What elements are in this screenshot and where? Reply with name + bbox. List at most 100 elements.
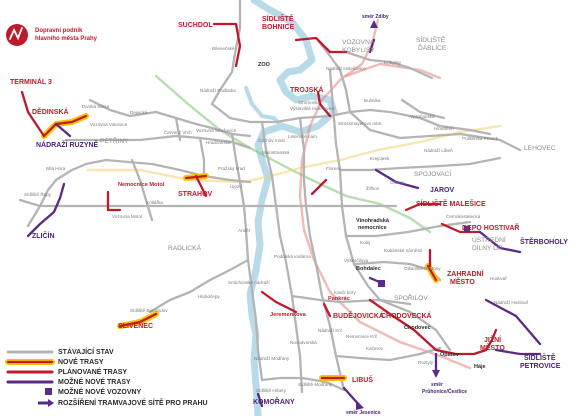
label-sidliste-petrovice-2: PETROVICE [520,363,561,370]
label-nadrazi-ruzyne: NÁDRAŽÍ RUZYNĚ [36,140,99,149]
svg-text:Podolská vodárna: Podolská vodárna [274,254,311,259]
label-ustredni-2: DÍLNY DP [472,243,503,252]
svg-text:Hloubětín: Hloubětín [434,126,454,131]
svg-text:Smíchovské nádraží: Smíchovské nádraží [228,280,270,285]
svg-text:Stromovka: Stromovka [298,100,320,105]
svg-text:Čechův most: Čechův most [258,137,286,143]
label-zlicin: ZLIČÍN [32,231,55,240]
svg-text:Žižkov: Žižkov [366,184,380,191]
river-branch [244,86,284,128]
svg-text:Sídliště Modřany: Sídliště Modřany [298,382,333,387]
svg-text:Sídliště Barrandov: Sídliště Barrandov [130,308,168,313]
svg-text:Kotlářka: Kotlářka [146,200,163,205]
svg-text:Bílenečské: Bílenečské [212,46,235,51]
legend: STÁVAJÍCÍ STAV NOVÉ TRASY PLÁNOVANÉ TRAS… [5,347,208,407]
svg-text:Nádraží Hostivař: Nádraží Hostivař [494,300,529,305]
label-depo-hostivar: DEPO HOSTIVAŘ [462,223,519,232]
svg-text:Pražský hrad: Pražský hrad [218,166,245,171]
label-chodovecka: CHODOVECKÁ [381,311,432,320]
svg-text:Malostranská: Malostranská [262,150,290,155]
arrow-smer-zdiby [370,20,378,28]
dpp-logo [6,24,28,46]
label-radlicka: RADLICKÁ [168,243,202,252]
label-vozovna-kobylisy-2: KOBYLISY [342,47,375,54]
metro-line-c2 [344,62,442,80]
svg-text:Novodvorská: Novodvorská [290,340,317,345]
svg-text:Roztyly: Roztyly [418,360,434,365]
label-sidliste-petrovice-1: SÍDLIŠTĚ [524,353,556,362]
label-dedinska: DĚDINSKÁ [32,107,69,116]
metro-line-a [154,74,432,234]
svg-text:Vysočanská: Vysočanská [410,114,435,119]
svg-text:Nádraží Libeň: Nádraží Libeň [424,148,453,153]
legend-label-arrow: ROZŠÍŘENÍ TRAMVAJOVÉ SÍTĚ PRO PRAHU [58,398,208,407]
label-jizni-mesto-2: MĚSTO [480,343,505,352]
label-ustredni-1: ÚSTŘEDNÍ [472,235,506,244]
svg-text:Červený Vrch: Červený Vrch [164,129,192,135]
label-petriny: PETŘINY [100,136,129,145]
svg-text:Nádraží Modřany: Nádraží Modřany [254,356,290,361]
label-sidliste-malesice: SÍDLIŠTĚ MALEŠICE [416,199,486,208]
svg-text:Nádraží Krč: Nádraží Krč [318,328,343,333]
svg-text:Olšanské hřbitovy: Olšanské hřbitovy [404,266,441,271]
label-sterboholy: ŠTĚRBOHOLY [520,237,568,246]
label-chodovec: Chodovec [404,325,431,331]
svg-text:Vozovna Motol: Vozovna Motol [112,214,142,219]
label-spojovaci: SPOJOVACÍ [414,169,451,178]
svg-text:Hostivař: Hostivař [490,276,507,281]
svg-text:Vozovna Střešovice: Vozovna Střešovice [196,128,237,133]
svg-text:Nemocnice Krč: Nemocnice Krč [346,334,378,339]
label-smer-jesenice: směr Jesenice [346,410,381,416]
label-sidliste-bohnice-1: SÍDLIŠTĚ [262,14,294,23]
legend-label-existing: STÁVAJÍCÍ STAV [58,347,114,356]
svg-text:Krejcárek: Krejcárek [370,156,390,161]
svg-text:Kolej: Kolej [360,240,370,245]
svg-text:Poliklinika Prosek: Poliklinika Prosek [462,136,499,141]
svg-text:Sídliště Řepy: Sídliště Řepy [24,190,52,197]
label-smer-zdiby: směr Zdiby [362,14,389,20]
planned-routes [20,22,498,356]
brand-line-1: Dopravní podnik [35,28,83,34]
label-slivenec: SLIVENEC [118,323,153,330]
depot-marker-hostivar [464,226,470,232]
label-smer-pruhonice: směr [431,382,443,388]
label-zoo: ZOO [258,62,271,68]
svg-text:Divoká Šárka: Divoká Šárka [82,103,110,109]
svg-text:Florenc: Florenc [326,166,342,171]
label-jarov: JAROV [430,187,454,194]
legend-label-planned: PLÁNOVANÉ TRASY [58,367,127,376]
svg-text:Sídliště Hrbety: Sídliště Hrbety [256,388,287,393]
svg-text:Kobylisy: Kobylisy [384,60,402,65]
svg-text:Kačerov: Kačerov [366,346,384,351]
label-zahradni-mesto-1: ZAHRADNÍ [447,269,485,278]
svg-text:Bulovka: Bulovka [364,98,381,103]
depot-marker-bohdalec [378,280,385,287]
label-bohdalec: Bohdalec [356,266,381,272]
label-trojska: TROJSKÁ [290,85,323,94]
label-budejovicka: BUDĚJOVICKÁ [333,311,384,320]
stop-labels: Bílenečské Nádraží Podbaba Výstaviště Ho… [24,46,529,393]
svg-text:Bílá Hora: Bílá Hora [46,166,66,171]
svg-text:Kavčí hory: Kavčí hory [334,290,356,295]
svg-text:Vozovna Vokovice: Vozovna Vokovice [90,122,128,127]
metro-line-c [298,18,472,370]
label-sidliste-dablice-2: ĎÁBLICE [418,43,447,52]
svg-text:Letenské nám.: Letenské nám. [288,134,318,139]
label-vozovna-kobylisy-1: VOZOVNA [342,39,375,46]
label-suchdol: SUCHDOL [178,22,213,29]
label-vinohradska-1: Vinohradská [356,218,390,224]
label-sidliste-bohnice-2: BOHNICE [262,24,295,31]
legend-label-depot: MOŽNÉ NOVÉ VOZOVNY [58,387,142,396]
label-opatov: Opatov [440,352,460,358]
label-sporilov: SPOŘILOV [394,293,428,302]
label-sidliste-dablice-1: SÍDLIŠTĚ [416,35,446,44]
svg-text:Kubánské náměstí: Kubánské náměstí [384,248,423,253]
svg-text:Anděl: Anděl [238,228,250,233]
svg-text:Olšany: Olšany [390,180,405,185]
svg-text:Hlubočepy: Hlubočepy [198,294,220,299]
label-nemocnice-motol: Nemocnice Motol [118,182,165,188]
svg-text:Újezd: Újezd [230,183,242,189]
metro-line-b [86,124,502,184]
svg-text:Strossmayerovo nám.: Strossmayerovo nám. [338,121,383,126]
legend-label-new: NOVÉ TRASY [58,357,104,366]
